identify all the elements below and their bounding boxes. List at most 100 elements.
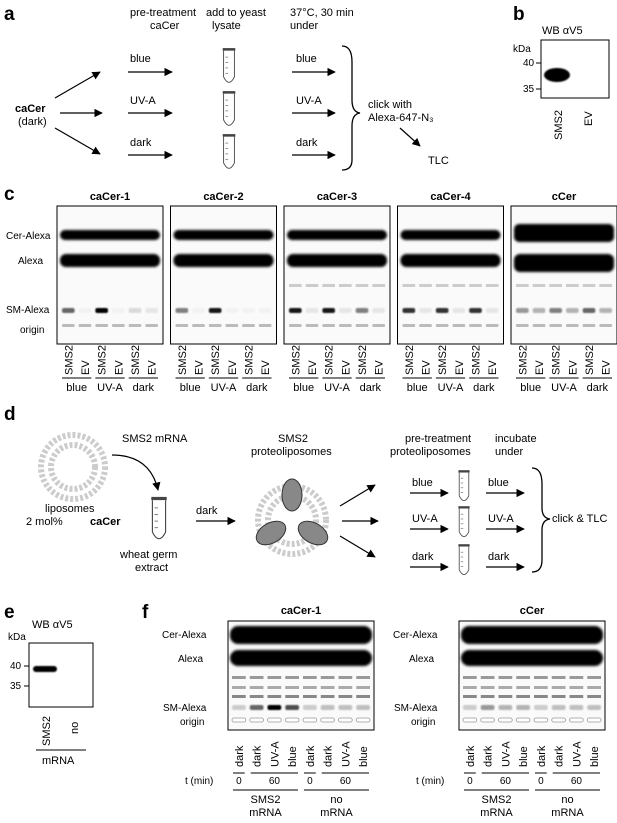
- band-f-minor: [356, 695, 370, 698]
- band-sm-alexa: [112, 308, 125, 313]
- band-f-minor: [338, 695, 353, 698]
- group-label: blue: [520, 382, 541, 394]
- band-alexa: [173, 254, 274, 267]
- group-label: dark: [473, 382, 495, 394]
- lane-ev: EV: [583, 111, 595, 126]
- dark-d-label: dark: [196, 505, 218, 517]
- dark-paren-label: (dark): [18, 116, 47, 128]
- band-minor: [532, 284, 546, 287]
- band-f-alexa: [461, 650, 603, 666]
- panel-d-letter: d: [4, 404, 16, 425]
- band-origin: [599, 324, 612, 327]
- lane-e-no: no: [69, 722, 81, 734]
- band-sm-alexa: [372, 308, 385, 313]
- row-origin: origin: [20, 325, 44, 336]
- band-alexa: [60, 254, 160, 267]
- cond-d2-uva: UV-A: [488, 513, 514, 525]
- group-label: UV-A: [211, 382, 237, 394]
- row-f2-alexa: Alexa: [409, 654, 434, 665]
- band-sm-alexa: [78, 308, 92, 313]
- group-label: blue: [407, 382, 428, 394]
- band-f-origin: [284, 717, 300, 723]
- band-f-sm-alexa: [249, 705, 264, 710]
- band-origin: [402, 324, 416, 327]
- row-f-alexa: Alexa: [178, 654, 203, 665]
- band-origin: [192, 324, 205, 327]
- band-origin: [485, 324, 499, 327]
- band-f-origin: [267, 717, 282, 723]
- incubate-header-1: 37°C, 30 min: [290, 7, 354, 19]
- lane-label: SMS2: [357, 345, 369, 375]
- band-sm-alexa: [145, 308, 158, 313]
- incubate-d-1: incubate: [495, 433, 537, 445]
- band-f-minor: [480, 676, 495, 679]
- row-f-cer-alexa: Cer-Alexa: [162, 630, 207, 641]
- cond-a2-blue: blue: [296, 53, 317, 65]
- lane-label: SMS2: [130, 345, 142, 375]
- band-f-minor: [356, 686, 370, 689]
- cond-d-dark: dark: [412, 551, 434, 563]
- band-f-minor: [516, 686, 530, 689]
- group-label: UV-A: [551, 382, 577, 394]
- proteolip-label-1: SMS2: [278, 433, 308, 445]
- band-f-minor: [498, 676, 513, 679]
- lane-label: SMS2: [97, 345, 109, 375]
- lane-label: EV: [80, 360, 92, 375]
- marker-40: 40: [523, 58, 535, 69]
- lane-f-label: dark: [234, 745, 246, 767]
- wb-e-title: WB αV5: [32, 619, 73, 631]
- lane-f-label: dark: [305, 745, 317, 767]
- proteoliposome-icon: [255, 478, 329, 557]
- band-f-cer-alexa: [230, 626, 372, 644]
- band-f-origin: [515, 717, 531, 723]
- wb-title: WB αV5: [542, 25, 583, 37]
- click-tlc-label: click & TLC: [552, 513, 607, 525]
- band-origin: [128, 324, 142, 327]
- cond-a-uva: UV-A: [130, 95, 156, 107]
- band-origin: [452, 324, 466, 327]
- lane-label: SMS2: [404, 345, 416, 375]
- band-f-sm-alexa: [463, 705, 477, 710]
- band-sm-alexa: [599, 308, 612, 313]
- lane-label: EV: [487, 360, 499, 375]
- band-minor: [485, 284, 499, 287]
- band-f-minor: [303, 686, 317, 689]
- kda-e-label: kDa: [8, 632, 26, 643]
- band-origin: [95, 324, 108, 327]
- band-origin: [305, 324, 319, 327]
- t-min-label-2: t (min): [416, 776, 444, 787]
- cond-a-dark: dark: [130, 137, 152, 149]
- incubate-d-2: under: [495, 446, 523, 458]
- lane-label: SMS2: [584, 345, 596, 375]
- tube-icon: [222, 134, 236, 169]
- kda-label: kDa: [513, 44, 531, 55]
- band-sm-alexa: [402, 308, 416, 313]
- band-sm-alexa: [549, 308, 562, 313]
- band-sm-alexa: [225, 308, 239, 313]
- blot-e-frame: [28, 642, 94, 708]
- band-sm-alexa: [532, 308, 546, 313]
- lane-f-label: UV-A: [571, 741, 583, 767]
- row-f2-sm-alexa: SM-Alexa: [394, 703, 438, 714]
- band-f-minor: [480, 695, 495, 698]
- lane-label: SMS2: [517, 345, 529, 375]
- cond-a2-dark: dark: [296, 137, 318, 149]
- tube-icon: [457, 544, 471, 576]
- gel-title: caCer-1: [90, 191, 130, 203]
- band-sm-alexa: [339, 308, 352, 313]
- yeast-header-2: lysate: [212, 20, 241, 32]
- band-sm-alexa: [95, 308, 108, 313]
- lane-label: SMS2: [551, 345, 563, 375]
- band-minor: [355, 284, 369, 287]
- band-f-origin: [462, 717, 478, 723]
- time-label: 0: [236, 776, 242, 787]
- pretreat-d-1: pre-treatment: [405, 433, 471, 445]
- band-origin: [582, 324, 596, 327]
- pretreat-header-2: caCer: [150, 20, 180, 32]
- panel-e-letter: e: [4, 602, 15, 623]
- gel-frame: [283, 205, 391, 345]
- gel-f-title: cCer: [520, 605, 545, 617]
- band-f-minor: [480, 686, 495, 689]
- band-sm-alexa: [435, 308, 449, 313]
- band-origin: [532, 324, 546, 327]
